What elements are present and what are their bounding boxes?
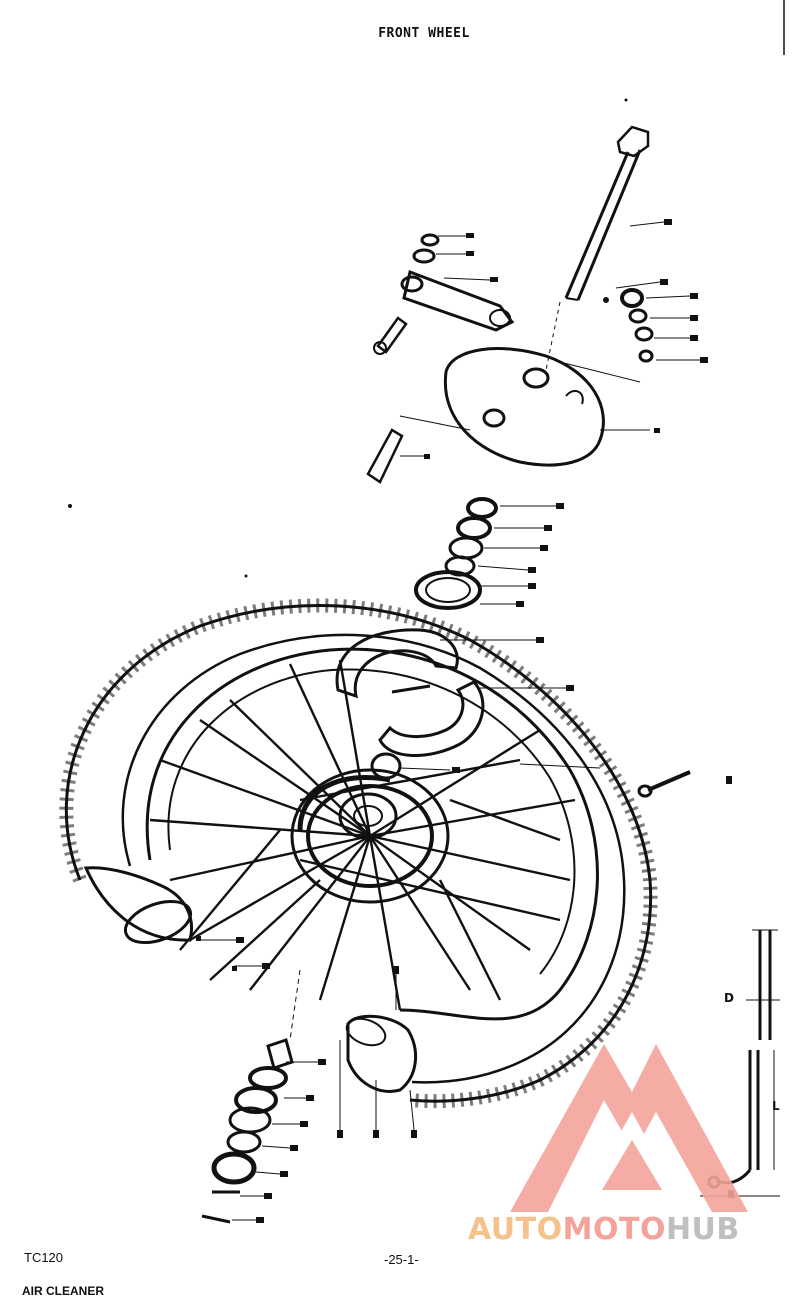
bearing-seal-stack xyxy=(414,497,498,610)
wheel-rim xyxy=(145,647,599,1021)
watermark-logo-icon xyxy=(510,1044,748,1212)
axle-bolt xyxy=(545,125,650,371)
brake-cam-lever xyxy=(373,233,515,355)
wheel-spokes xyxy=(149,659,576,1011)
brake-shoes xyxy=(335,628,485,780)
watermark-hub: HUB xyxy=(665,1212,740,1247)
tire-valve xyxy=(519,763,691,798)
brake-cam-shaft xyxy=(366,415,471,484)
length-label: L xyxy=(772,1099,780,1113)
cut-off-heading: AIR CLEANER xyxy=(22,1284,105,1298)
brake-panel xyxy=(443,347,650,467)
left-bearing-stack xyxy=(201,969,301,1224)
page-number: -25-1- xyxy=(384,1252,419,1267)
front-tire xyxy=(59,598,658,1109)
diameter-label: D xyxy=(724,991,734,1005)
part-number-markers xyxy=(68,98,734,1223)
leader-lines xyxy=(200,221,700,1221)
page-title: FRONT WHEEL xyxy=(378,26,470,41)
model-code: TC120 xyxy=(24,1250,64,1265)
watermark-auto: AUTO xyxy=(468,1212,563,1247)
watermark-brand-text: AUTOMOTOHUB xyxy=(468,1212,740,1247)
wheel-hub xyxy=(290,768,450,904)
axle-spacer-stack xyxy=(559,288,654,383)
watermark-moto: MOTO xyxy=(562,1212,666,1247)
